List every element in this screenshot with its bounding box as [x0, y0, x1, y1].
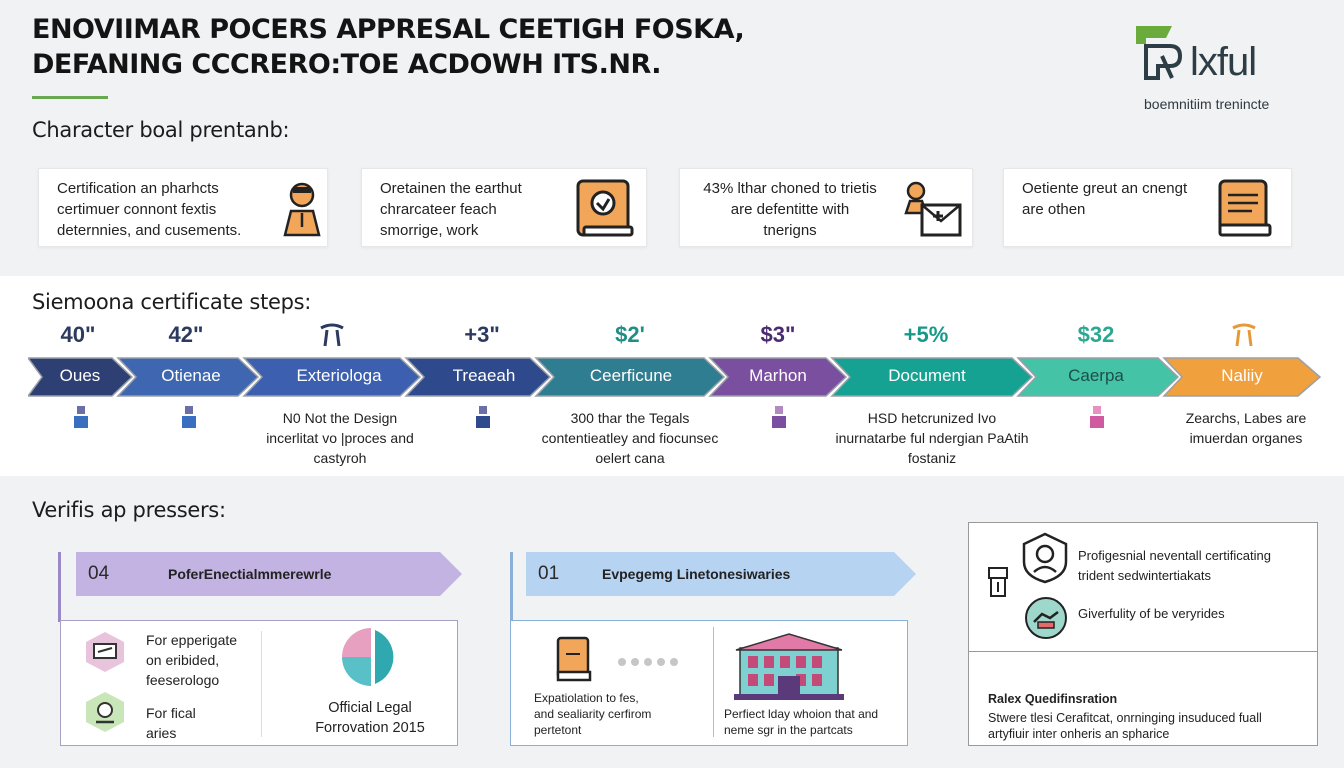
- person-icon: [182, 406, 196, 428]
- worker-mail-icon: [904, 181, 962, 237]
- brand-logo: lxful boemnitiim trenincte: [1132, 24, 1312, 114]
- document-book-icon: [1218, 179, 1272, 237]
- goals-heading: Character boal prentanb:: [32, 118, 290, 142]
- person-icon: [772, 406, 786, 428]
- step-arrow-7: [830, 357, 1034, 397]
- book-icon: [556, 636, 592, 682]
- worker-icon: [283, 182, 321, 237]
- step-number-1: 40": [60, 322, 96, 347]
- verify-mid-label: Evpegemg Linetonesiwaries: [602, 566, 791, 582]
- hands-circle-icon: [1025, 597, 1067, 639]
- step-arrow-2: [116, 357, 260, 397]
- verify-left-accent: [58, 552, 61, 622]
- step-label-5: Ceerficune: [589, 366, 673, 385]
- step-label-4: Treaeah: [452, 366, 516, 385]
- step-number-6: $3": [760, 322, 796, 347]
- page-title: ENOVIIMAR POCERS APPRESAL CEETIGH FOSKA,…: [32, 12, 745, 82]
- verify-mid-number: 01: [538, 563, 560, 584]
- step-label-2: Otienae: [161, 366, 221, 385]
- verify-left-label: PoferEnectialmmerewrle: [168, 566, 332, 582]
- book-icon: [576, 179, 634, 237]
- step-arrow-3: [242, 357, 422, 397]
- steps-heading: Siemoona certificate steps:: [32, 290, 312, 314]
- title-line-2: DEFANING CCCRERO:TOE ACDOWH ITS.NR.: [32, 49, 662, 80]
- step-label-8: Caerpa: [1068, 366, 1124, 385]
- verify-left-banner: [76, 552, 462, 596]
- title-line-1: ENOVIIMAR POCERS APPRESAL CEETIGH FOSKA,: [32, 14, 745, 45]
- step-label-3: Exteriologa: [296, 366, 382, 385]
- building-icon: [734, 633, 844, 700]
- verify-right-row-2: Giverfulity of be veryrides: [1078, 606, 1225, 621]
- step-arrow-8: [1016, 357, 1180, 397]
- person-icon: [1090, 406, 1104, 428]
- verify-left-box: [60, 620, 458, 746]
- step-arrow-4: [404, 357, 552, 397]
- webcam-badge-icon: [86, 692, 124, 732]
- step-arrow-1: [28, 357, 134, 397]
- verify-right-bottom-text: Stwere tlesi Cerafitcat, onrninging insu…: [988, 711, 1262, 741]
- step-label-1: Oues: [59, 366, 101, 385]
- step-9-pillar-icon: [1232, 323, 1256, 347]
- verify-mid-banner: [526, 552, 916, 596]
- shield-badge-icon: [1022, 532, 1068, 584]
- step-number-2: 42": [168, 322, 204, 347]
- person-icon: [74, 406, 88, 428]
- step-number-5: $2': [615, 322, 645, 347]
- verify-right-bottom-title: Ralex Quedifinsration: [988, 692, 1118, 706]
- logo-mark-icon: [1136, 26, 1183, 80]
- step-label-7: Document: [888, 366, 966, 385]
- step-number-4: +3": [464, 322, 500, 347]
- verify-left-number: 04: [88, 563, 110, 584]
- steps-arrow-row: [28, 357, 1322, 397]
- logo-tagline: boemnitiim trenincte: [1144, 96, 1270, 112]
- step-number-8: $32: [1077, 322, 1115, 347]
- verify-mid-left-text: Expatiolation to fes,and sealiarity cerf…: [534, 691, 652, 737]
- person-icon: [476, 406, 490, 428]
- dots-icon: [618, 658, 678, 666]
- step-3-pillar-icon: [320, 323, 344, 347]
- step-label-6: Marhon: [749, 366, 807, 385]
- step-arrow-6: [708, 357, 848, 397]
- step-arrow-5: [534, 357, 726, 397]
- logo-wordmark: lxful: [1190, 40, 1257, 84]
- verify-mid-accent: [510, 552, 513, 622]
- lamp-icon: [988, 567, 1008, 597]
- step-number-7: +5%: [903, 322, 949, 347]
- verify-heading: Verifis ap pressers:: [32, 498, 226, 522]
- title-underline: [32, 96, 108, 99]
- step-arrow-9: [1162, 357, 1322, 397]
- monitor-badge-icon: [86, 632, 124, 672]
- pie-graphic: [342, 628, 394, 686]
- step-label-9: Naliiy: [1221, 366, 1263, 385]
